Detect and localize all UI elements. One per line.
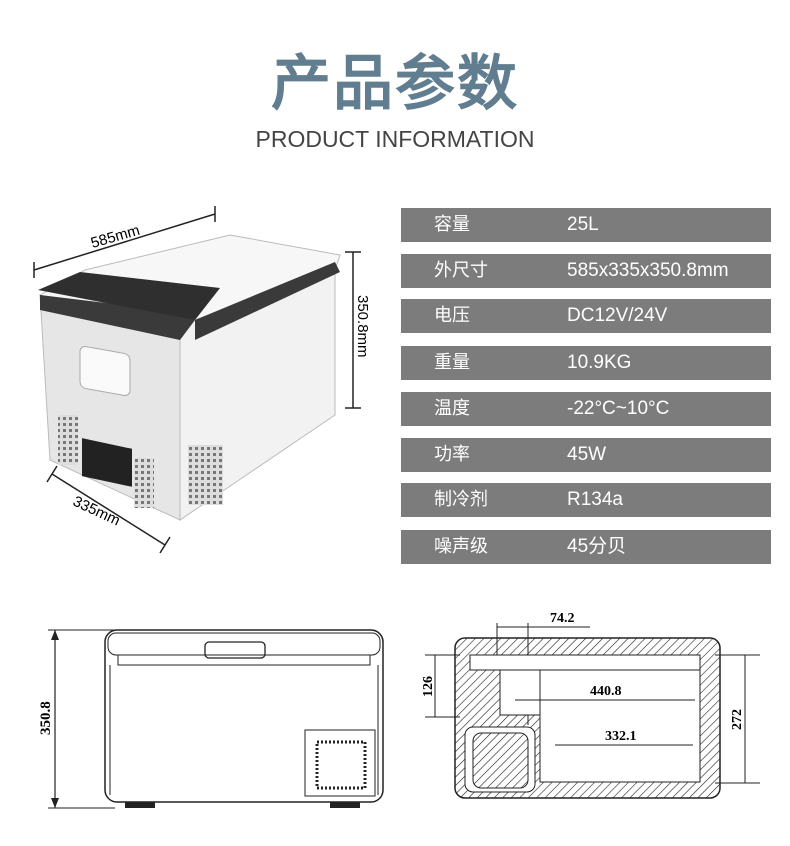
depth-dimension-label: 335mm	[70, 493, 123, 530]
spec-label: 重量	[434, 352, 470, 373]
page-title: 产品参数	[271, 49, 519, 119]
spec-label: 功率	[434, 444, 470, 465]
page-subtitle: PRODUCT INFORMATION	[255, 126, 535, 152]
section-left-label: 126	[421, 676, 436, 697]
spec-value: 585x335x350.8mm	[567, 260, 729, 281]
spec-row-capacity: 容量 25L	[401, 208, 771, 242]
spec-row-noise: 噪声级 45分贝	[401, 530, 771, 564]
section-view-drawing: 74.2 126 272 440.8 332.1	[421, 611, 760, 799]
spec-value: -22°C~10°C	[567, 398, 670, 419]
section-inner-lower-label: 332.1	[605, 729, 637, 744]
spec-row-temperature: 温度 -22°C~10°C	[401, 392, 771, 426]
spec-value: R134a	[567, 489, 623, 510]
front-height-label: 350.8	[38, 701, 54, 735]
spec-value: DC12V/24V	[567, 305, 668, 326]
section-right-label: 272	[730, 709, 745, 730]
spec-row-power: 功率 45W	[401, 438, 771, 472]
section-top-label: 74.2	[550, 611, 575, 626]
spec-value: 45分贝	[567, 536, 627, 557]
spec-label: 电压	[434, 305, 470, 326]
spec-label: 外尺寸	[434, 260, 488, 281]
spec-label: 制冷剂	[434, 489, 488, 510]
height-dimension-label: 350.8mm	[354, 295, 371, 358]
spec-label: 温度	[434, 398, 470, 419]
width-dimension-label: 585mm	[89, 222, 142, 252]
section-inner-upper-label: 440.8	[590, 684, 622, 699]
spec-row-dimensions: 外尺寸 585x335x350.8mm	[401, 254, 771, 288]
front-view-drawing: 350.8	[38, 629, 384, 809]
spec-value: 10.9KG	[567, 352, 632, 373]
product-image: 585mm 350.8mm 335mm	[33, 206, 371, 554]
spec-row-voltage: 电压 DC12V/24V	[401, 299, 771, 333]
spec-label: 噪声级	[434, 536, 488, 557]
spec-value: 25L	[567, 214, 599, 235]
spec-value: 45W	[567, 444, 607, 465]
spec-label: 容量	[434, 214, 470, 235]
spec-row-weight: 重量 10.9KG	[401, 346, 771, 380]
spec-row-refrigerant: 制冷剂 R134a	[401, 483, 771, 517]
